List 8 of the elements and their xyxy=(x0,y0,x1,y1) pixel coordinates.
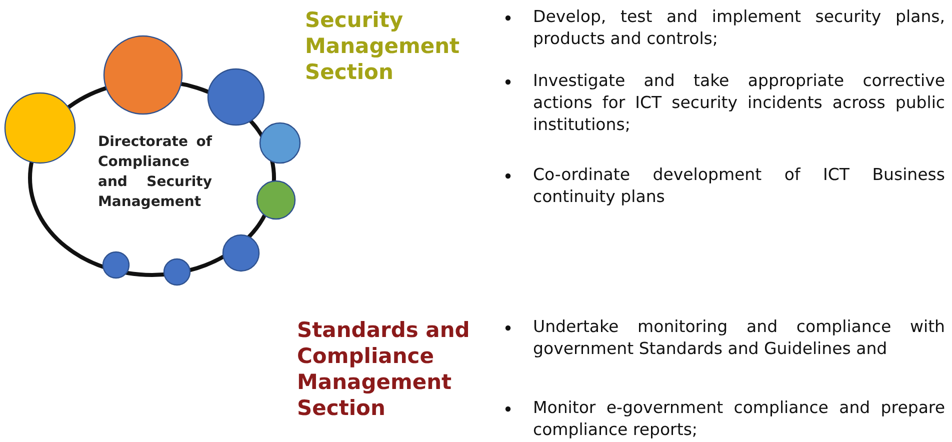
bullet-text: Develop, test and implement security plans, products and controls; xyxy=(533,6,945,50)
bullet-text: Monitor e-government compliance and prepare compliance reports; xyxy=(533,397,945,441)
bullet-text: Undertake monitoring and compliance with government Standards and Guidelines and xyxy=(533,316,945,360)
section-heading: Security Management Section xyxy=(305,7,461,85)
node-title: Directorate of Compliance and Security Management xyxy=(98,133,212,212)
section-heading: Standards and Compliance Management Section xyxy=(297,317,471,421)
bullet-text: Co-ordinate development of ICT Business continuity plans xyxy=(533,164,945,208)
bullet-text: Investigate and take appropriate corrective actions for ICT security incidents across public institutions; xyxy=(533,70,945,136)
